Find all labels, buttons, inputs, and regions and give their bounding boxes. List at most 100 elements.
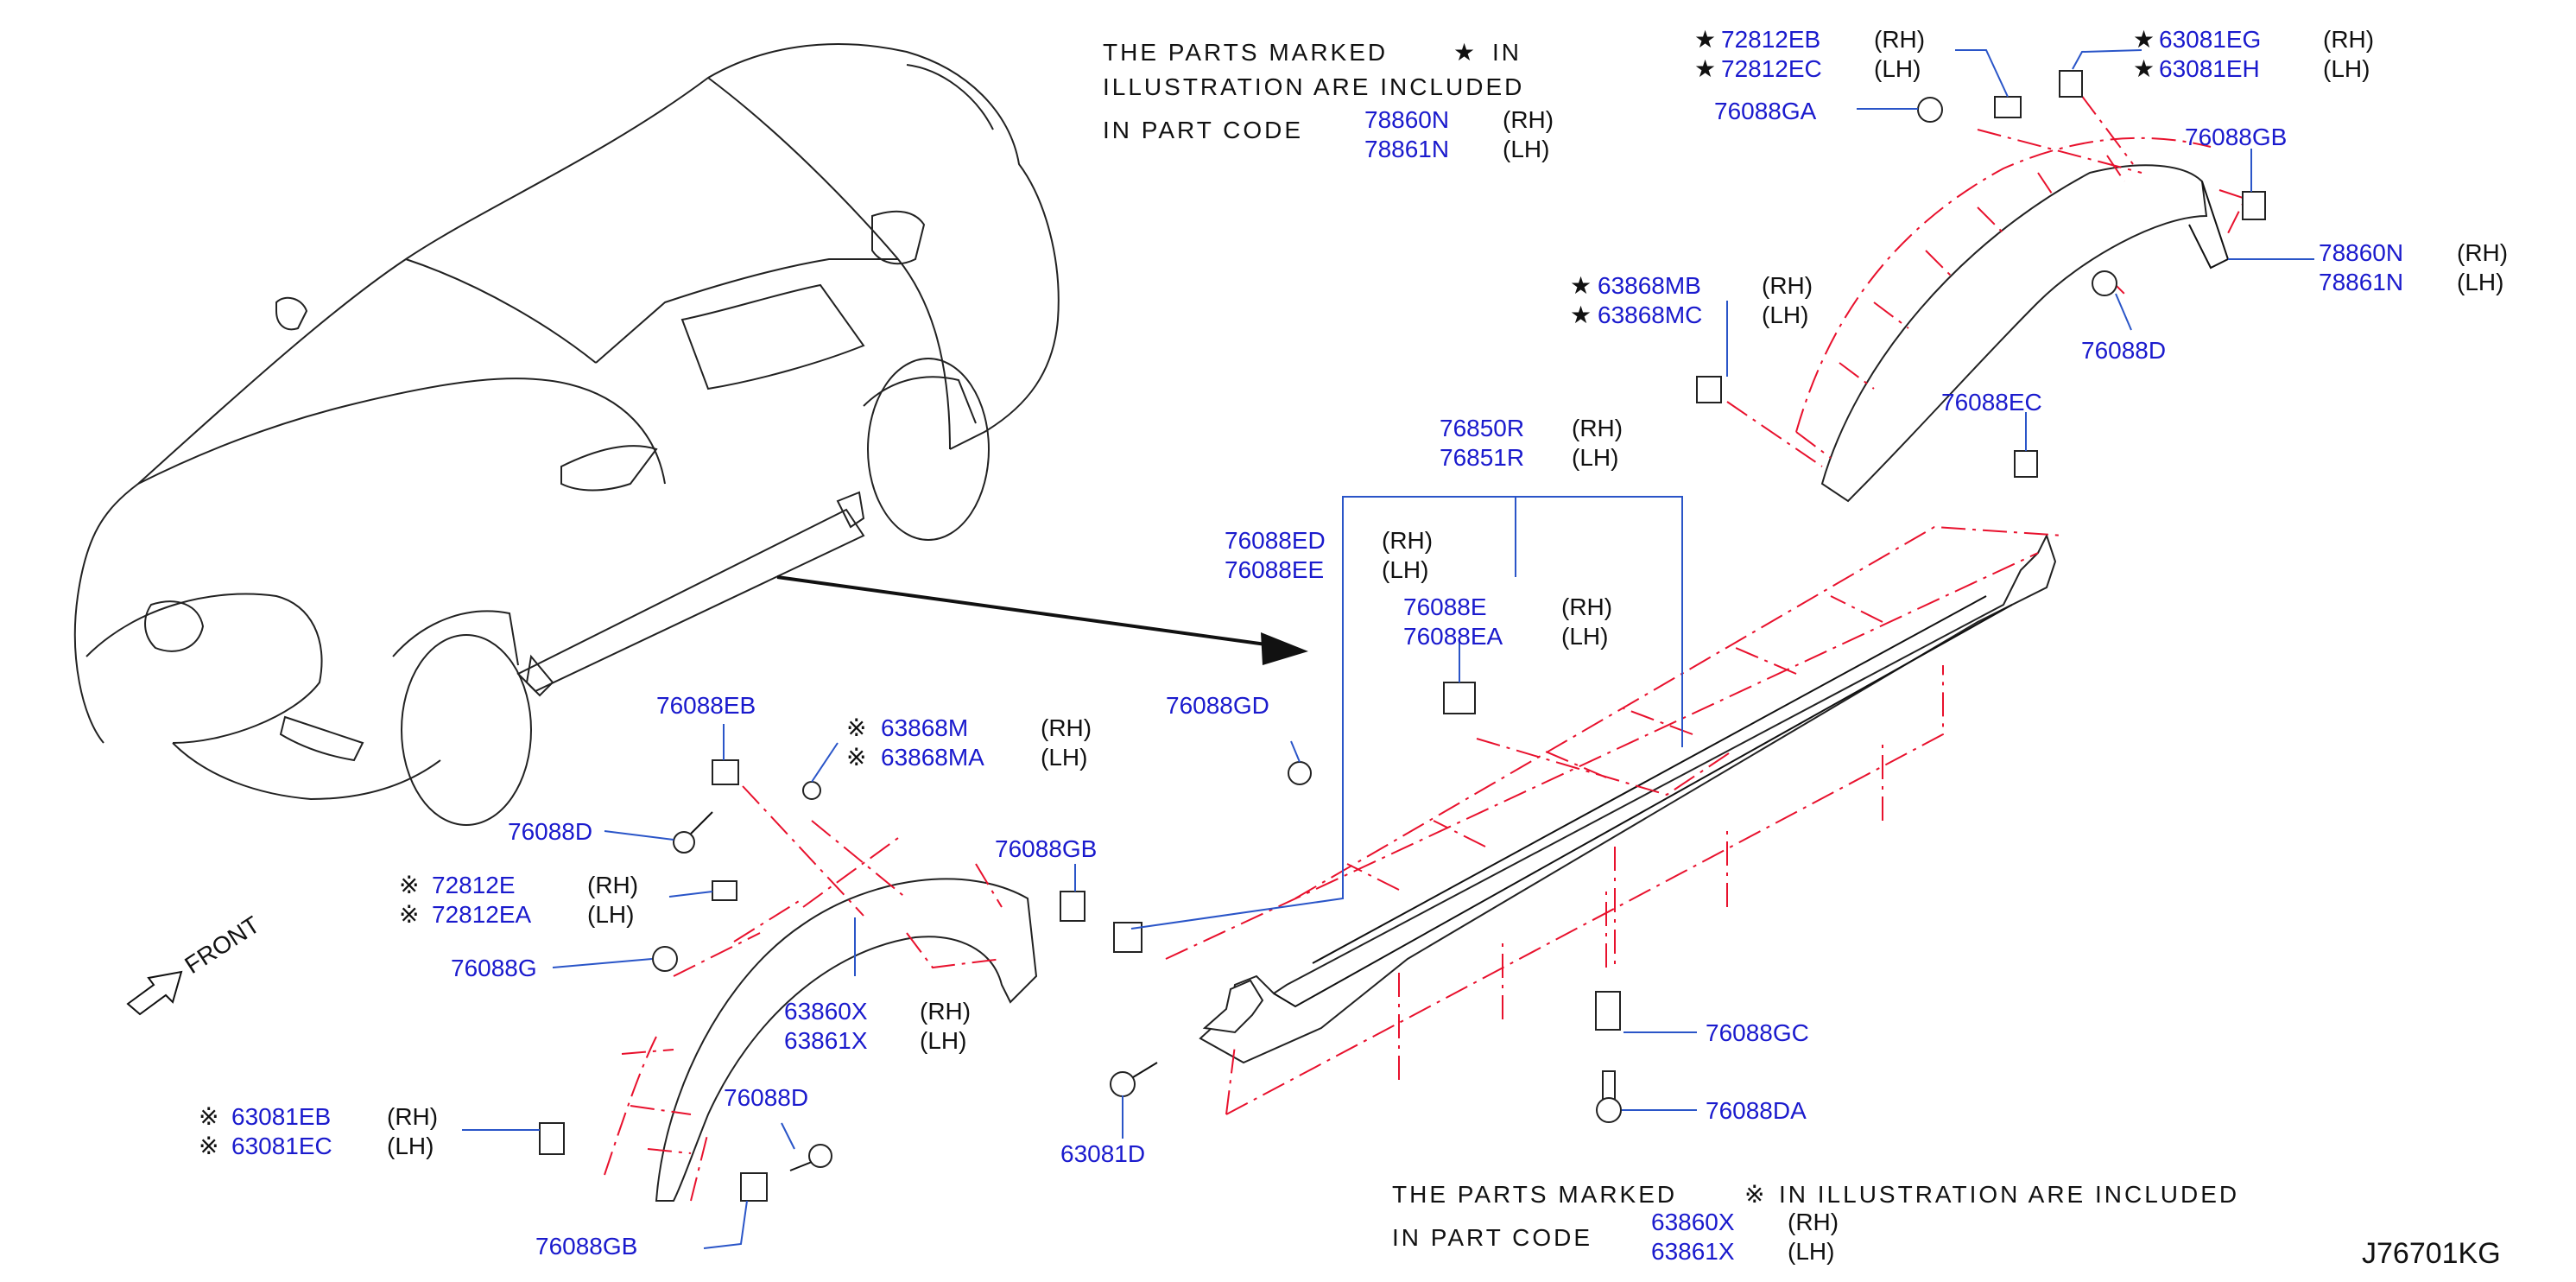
callout-76088d-left[interactable]: 76088D (508, 818, 592, 845)
clip-63868mb (1696, 376, 1722, 403)
callout-76088gc[interactable]: 76088GC (1706, 1019, 1809, 1046)
note-star-line2: ILLUSTRATION ARE INCLUDED (1103, 73, 1524, 100)
grommet-76088g (652, 946, 678, 972)
callout-76088eb[interactable]: 76088EB (656, 692, 756, 719)
callout-76088ea[interactable]: 76088EA (1403, 623, 1503, 650)
callout-63081eb-marker: ※ (199, 1103, 218, 1130)
front-arrow: FRONT (126, 911, 264, 1016)
grommet-76088gd (1288, 761, 1312, 785)
clip-63081eb (539, 1122, 565, 1155)
callout-76088ee-side: (LH) (1382, 556, 1428, 583)
clip-72812eb (1994, 96, 2022, 118)
front-wheel-arch-molding (655, 878, 1038, 1202)
pointer-arrow (776, 575, 1308, 665)
rear-wheel-arch-molding (1820, 164, 2230, 503)
callout-76088g[interactable]: 76088G (451, 955, 537, 981)
screw-63081d-head (1110, 1071, 1136, 1097)
fasteners (539, 70, 2266, 1202)
note-star-side-1: (RH) (1503, 106, 1554, 133)
vehicle-illustration (73, 43, 1060, 826)
note-star-code-2: 78861N (1364, 136, 1449, 162)
callout-72812e-marker: ※ (399, 872, 419, 898)
callout-76851r-side: (LH) (1572, 444, 1618, 471)
callout-63861x[interactable]: 63861X (784, 1027, 868, 1054)
note-star-line1a: THE PARTS MARKED (1103, 39, 1388, 66)
note-kome-line1b: IN ILLUSTRATION ARE INCLUDED (1779, 1181, 2239, 1208)
grommet-63868m (802, 781, 821, 800)
callout-63861x-side: (LH) (920, 1027, 966, 1054)
callout-63868m-marker: ※ (846, 714, 866, 741)
callout-76088ga[interactable]: 76088GA (1714, 98, 1817, 124)
callout-63868mb[interactable]: 63868MB (1598, 272, 1701, 299)
note-kome-line2: IN PART CODE (1392, 1224, 1592, 1251)
callout-76088gd[interactable]: 76088GD (1166, 692, 1269, 719)
callout-76088da[interactable]: 76088DA (1706, 1097, 1807, 1124)
callout-63081eg-marker: ★ (2133, 26, 2155, 53)
callout-63868m[interactable]: 63868M (881, 714, 968, 741)
callout-63868ma-marker: ※ (846, 744, 866, 771)
callout-63081eb[interactable]: 63081EB (231, 1103, 331, 1130)
callout-63081eb-side: (RH) (387, 1103, 438, 1130)
note-star: THE PARTS MARKED ★ IN ILLUSTRATION ARE I… (1103, 39, 1554, 162)
callout-76088e[interactable]: 76088E (1403, 593, 1487, 620)
callout-63868mb-marker: ★ (1570, 272, 1592, 299)
note-star-code-1: 78860N (1364, 106, 1449, 133)
front-arch-dash-lines (604, 785, 1003, 1202)
callout-72812eb-side: (RH) (1874, 26, 1925, 53)
callout-78860n[interactable]: 78860N (2319, 239, 2403, 266)
note-kome-code-1: 63860X (1651, 1209, 1735, 1235)
screw-76088d-bot-head (808, 1144, 832, 1168)
callout-63081d[interactable]: 63081D (1060, 1140, 1145, 1167)
note-kome-code-2: 63861X (1651, 1238, 1735, 1265)
callout-63081eg[interactable]: 63081EG (2159, 26, 2261, 53)
clip-76088e (1443, 682, 1476, 714)
callout-76088d-bot[interactable]: 76088D (724, 1084, 808, 1111)
screw-76088d-top-head (2092, 270, 2117, 296)
callout-76088d-top[interactable]: 76088D (2081, 337, 2166, 364)
callout-72812ea-marker: ※ (399, 901, 419, 928)
clip-76088gb-top (2242, 191, 2266, 220)
callout-63081eh[interactable]: 63081EH (2159, 55, 2260, 82)
callout-63081ec[interactable]: 63081EC (231, 1133, 332, 1159)
callout-76088ed[interactable]: 76088ED (1225, 527, 1326, 554)
callout-72812ea-side: (LH) (587, 901, 634, 928)
callout-72812eb[interactable]: 72812EB (1721, 26, 1820, 53)
callout-76088gb-bot[interactable]: 76088GB (535, 1233, 637, 1260)
callout-63081eh-marker: ★ (2133, 55, 2155, 82)
callout-72812ea[interactable]: 72812EA (432, 901, 532, 928)
clip-76088ec (2014, 450, 2038, 478)
side-sill-bracket (1202, 979, 1264, 1034)
callout-78861n[interactable]: 78861N (2319, 269, 2403, 295)
grommet-76088ga (1917, 97, 1943, 123)
front-label: FRONT (180, 911, 264, 980)
callout-76088ec[interactable]: 76088EC (1941, 389, 2042, 416)
callout-76850r[interactable]: 76850R (1440, 415, 1524, 441)
nut-76088gc (1595, 991, 1621, 1031)
clip-76088gb-bot (740, 1172, 768, 1202)
callout-63860x[interactable]: 63860X (784, 998, 868, 1025)
note-kome-side-2: (LH) (1788, 1238, 1834, 1265)
note-star-side-2: (LH) (1503, 136, 1549, 162)
callout-72812ec[interactable]: 72812EC (1721, 55, 1822, 82)
callout-72812eb-marker: ★ (1694, 26, 1716, 53)
note-kome-side-1: (RH) (1788, 1209, 1839, 1235)
callout-63081eh-side: (LH) (2323, 55, 2370, 82)
callout-76851r[interactable]: 76851R (1440, 444, 1524, 471)
callout-labels: ★ 72812EB (RH) ★ 72812EC (LH) ★ 63081EG … (199, 26, 2508, 1260)
diagram-code: J76701KG (2362, 1237, 2501, 1270)
callout-76088ea-side: (LH) (1561, 623, 1608, 650)
callout-76088ee[interactable]: 76088EE (1225, 556, 1324, 583)
side-sill-molding (1199, 533, 2057, 1064)
callout-63081eg-side: (RH) (2323, 26, 2374, 53)
callout-76088gb-mid[interactable]: 76088GB (995, 835, 1097, 862)
callout-72812e[interactable]: 72812E (432, 872, 516, 898)
note-kome: THE PARTS MARKED ※ IN ILLUSTRATION ARE I… (1392, 1181, 2239, 1265)
callout-76850r-side: (RH) (1572, 415, 1623, 441)
callout-63868mc[interactable]: 63868MC (1598, 301, 1702, 328)
callout-76088gb-top[interactable]: 76088GB (2185, 124, 2287, 150)
callout-63868ma[interactable]: 63868MA (881, 744, 984, 771)
leader-lines (462, 49, 2314, 1249)
note-kome-marker: ※ (1744, 1181, 1764, 1208)
clip-76088gb-mid (1060, 891, 1085, 922)
